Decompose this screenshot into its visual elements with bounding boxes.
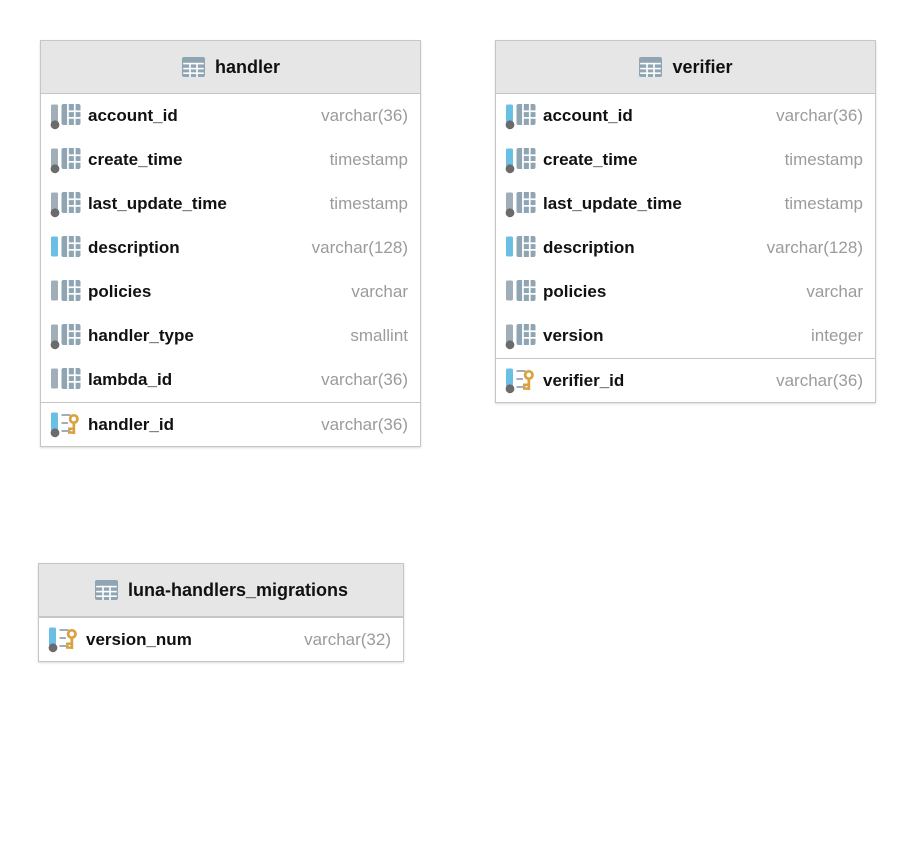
table-header[interactable]: handler bbox=[41, 41, 420, 94]
column-icon bbox=[50, 367, 81, 394]
column-row[interactable]: policies varchar bbox=[496, 270, 875, 314]
table-header[interactable]: luna-handlers_migrations bbox=[39, 564, 403, 617]
column-list: account_id varchar(36) create_time times… bbox=[41, 94, 420, 446]
column-icon bbox=[50, 279, 81, 306]
column-row[interactable]: create_time timestamp bbox=[496, 138, 875, 182]
column-type: varchar(36) bbox=[321, 414, 408, 434]
column-name: last_update_time bbox=[88, 194, 227, 213]
column-type: varchar bbox=[351, 282, 408, 301]
column-icon bbox=[505, 235, 536, 262]
column-type: varchar(36) bbox=[321, 106, 408, 125]
column-row[interactable]: verifier_id varchar(36) bbox=[496, 358, 875, 402]
column-type: varchar(36) bbox=[776, 370, 863, 390]
column-icon bbox=[505, 323, 536, 350]
table-icon bbox=[94, 579, 119, 601]
column-icon bbox=[50, 323, 81, 350]
column-type: timestamp bbox=[329, 194, 408, 213]
column-type: varchar(32) bbox=[304, 629, 391, 649]
column-name: account_id bbox=[88, 106, 178, 125]
column-name: handler_id bbox=[88, 414, 174, 434]
table-luna-handlers-migrations[interactable]: luna-handlers_migrations version_num var… bbox=[38, 563, 404, 662]
column-icon bbox=[50, 235, 81, 262]
column-name: verifier_id bbox=[543, 370, 625, 390]
column-row[interactable]: version_num varchar(32) bbox=[39, 617, 403, 661]
column-icon bbox=[50, 411, 81, 438]
column-icon bbox=[505, 367, 536, 394]
column-type: varchar(128) bbox=[766, 238, 863, 257]
column-row[interactable]: last_update_time timestamp bbox=[41, 182, 420, 226]
column-name: version bbox=[543, 326, 604, 345]
column-icon bbox=[505, 103, 536, 130]
column-name: description bbox=[543, 238, 635, 257]
column-row[interactable]: description varchar(128) bbox=[41, 226, 420, 270]
table-title: verifier bbox=[672, 56, 733, 77]
column-name: policies bbox=[88, 282, 152, 301]
table-icon bbox=[638, 56, 663, 78]
column-row[interactable]: account_id varchar(36) bbox=[41, 94, 420, 138]
column-list: version_num varchar(32) bbox=[39, 617, 403, 661]
column-name: policies bbox=[543, 282, 607, 301]
table-handler[interactable]: handler account_id varchar(36) create_ti… bbox=[40, 40, 421, 447]
column-row[interactable]: description varchar(128) bbox=[496, 226, 875, 270]
column-name: create_time bbox=[543, 150, 638, 169]
column-row[interactable]: version integer bbox=[496, 314, 875, 358]
column-name: create_time bbox=[88, 150, 183, 169]
column-type: timestamp bbox=[784, 194, 863, 213]
column-type: varchar(128) bbox=[311, 238, 408, 257]
column-icon bbox=[50, 103, 81, 130]
column-name: lambda_id bbox=[88, 370, 173, 389]
column-row[interactable]: handler_id varchar(36) bbox=[41, 402, 420, 446]
table-verifier[interactable]: verifier account_id varchar(36) create_t… bbox=[495, 40, 876, 403]
column-icon bbox=[505, 191, 536, 218]
column-icon bbox=[505, 147, 536, 174]
column-type: smallint bbox=[350, 326, 408, 345]
column-row[interactable]: handler_type smallint bbox=[41, 314, 420, 358]
column-list: account_id varchar(36) create_time times… bbox=[496, 94, 875, 402]
column-type: varchar(36) bbox=[321, 370, 408, 389]
table-title: handler bbox=[214, 56, 280, 77]
column-icon bbox=[505, 279, 536, 306]
column-row[interactable]: create_time timestamp bbox=[41, 138, 420, 182]
column-name: version_num bbox=[86, 629, 192, 649]
column-type: integer bbox=[811, 326, 863, 345]
table-header[interactable]: verifier bbox=[496, 41, 875, 94]
column-type: timestamp bbox=[784, 150, 863, 169]
column-type: varchar bbox=[806, 282, 863, 301]
column-row[interactable]: account_id varchar(36) bbox=[496, 94, 875, 138]
table-icon bbox=[181, 56, 206, 78]
column-row[interactable]: last_update_time timestamp bbox=[496, 182, 875, 226]
column-icon bbox=[50, 147, 81, 174]
column-name: account_id bbox=[543, 106, 633, 125]
column-row[interactable]: lambda_id varchar(36) bbox=[41, 358, 420, 402]
column-type: varchar(36) bbox=[776, 106, 863, 125]
column-icon bbox=[50, 191, 81, 218]
column-name: last_update_time bbox=[543, 194, 682, 213]
column-icon bbox=[48, 626, 79, 653]
column-name: handler_type bbox=[88, 326, 194, 345]
column-type: timestamp bbox=[329, 150, 408, 169]
column-name: description bbox=[88, 238, 180, 257]
column-row[interactable]: policies varchar bbox=[41, 270, 420, 314]
table-title: luna-handlers_migrations bbox=[127, 579, 349, 600]
